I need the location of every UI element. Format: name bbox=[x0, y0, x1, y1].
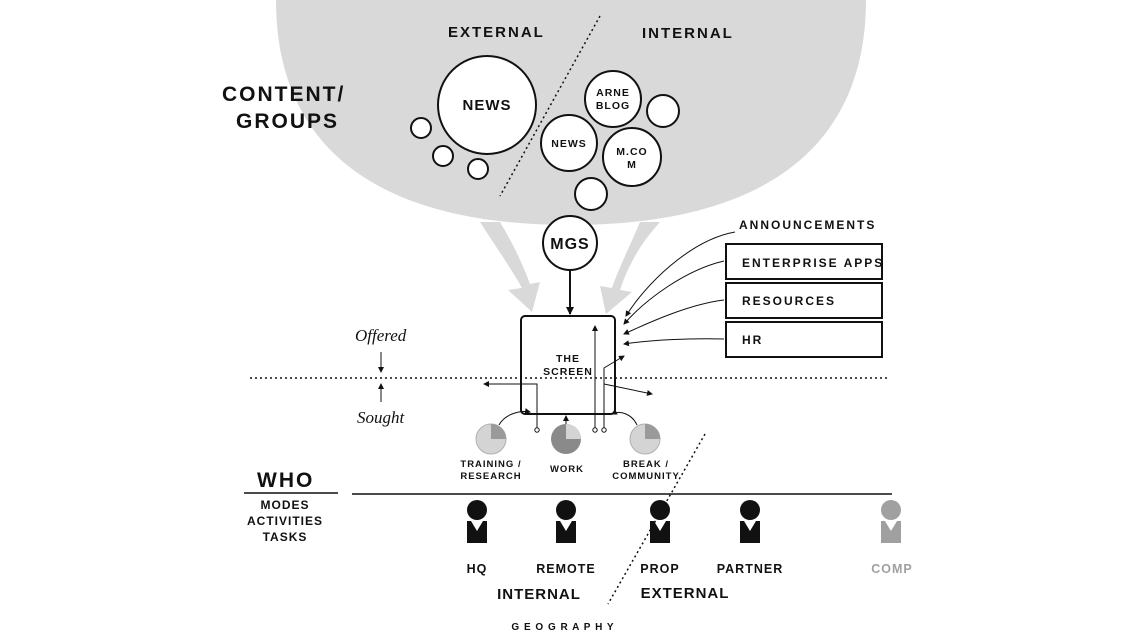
who-sub-modes: MODES bbox=[260, 498, 309, 512]
sought-label: Sought bbox=[357, 408, 406, 427]
mgs-label: MGS bbox=[550, 236, 589, 253]
funnel-arrow-right bbox=[600, 222, 660, 314]
internal-news-circle bbox=[540, 114, 598, 172]
who-sub-activities: ACTIVITIES bbox=[247, 514, 323, 528]
content-groups-title-1: CONTENT/ bbox=[222, 83, 345, 106]
enterprise-apps-label: ENTERPRISE APPS bbox=[742, 256, 884, 270]
small-circle bbox=[432, 145, 454, 167]
enterprise-apps-arrow bbox=[623, 260, 725, 325]
internal-news-label: NEWS bbox=[551, 138, 587, 150]
route-node bbox=[534, 427, 540, 433]
geo-external-label: EXTERNAL bbox=[641, 585, 730, 602]
small-circle bbox=[646, 94, 680, 128]
blog-label: BLOG bbox=[596, 100, 630, 112]
training-route bbox=[483, 381, 538, 430]
break-route-side bbox=[603, 355, 625, 430]
person-partner-icon bbox=[740, 500, 760, 543]
content-divider bbox=[499, 15, 601, 197]
work-pie bbox=[551, 424, 581, 454]
external-label: EXTERNAL bbox=[448, 24, 545, 41]
person-hq-label: HQ bbox=[467, 562, 488, 576]
break-curve-arrow bbox=[611, 409, 638, 426]
external-news-circle bbox=[437, 55, 537, 155]
enterprise-apps-box bbox=[725, 243, 883, 280]
offered-label: Offered bbox=[355, 326, 407, 345]
route-node bbox=[601, 427, 607, 433]
person-comp-label: COMP bbox=[871, 562, 913, 576]
person-prop-label: PROP bbox=[640, 562, 679, 576]
small-circle bbox=[467, 158, 489, 180]
resources-label: RESOURCES bbox=[742, 294, 836, 308]
training-pie bbox=[475, 423, 507, 455]
hr-box bbox=[725, 321, 883, 358]
the-screen-box bbox=[520, 315, 616, 415]
announcements-arrow bbox=[625, 231, 736, 317]
person-remote-icon bbox=[556, 500, 576, 543]
hr-label: HR bbox=[742, 333, 763, 347]
screen-label-2: SCREEN bbox=[543, 366, 593, 378]
content-groups-title-2: GROUPS bbox=[236, 110, 339, 133]
break-label-1: BREAK / bbox=[623, 459, 669, 470]
small-circle bbox=[410, 117, 432, 139]
hr-arrow bbox=[623, 338, 725, 347]
screen-label-1: THE bbox=[556, 353, 580, 365]
who-sub-tasks: TASKS bbox=[263, 530, 308, 544]
geo-internal-label: INTERNAL bbox=[497, 586, 581, 603]
break-label-2: COMMUNITY bbox=[612, 471, 680, 482]
mcom-label-2: M bbox=[627, 159, 637, 171]
resources-arrow bbox=[623, 299, 725, 335]
person-prop-icon bbox=[650, 500, 670, 543]
resources-box bbox=[725, 282, 883, 319]
person-partner-label: PARTNER bbox=[717, 562, 784, 576]
person-hq-icon bbox=[467, 500, 487, 543]
who-title: WHO bbox=[257, 469, 314, 492]
training-label-2: RESEARCH bbox=[460, 471, 521, 482]
announcements-label: ANNOUNCEMENTS bbox=[739, 218, 876, 232]
mcom-circle bbox=[602, 127, 662, 187]
route-node bbox=[592, 427, 598, 433]
break-pie bbox=[629, 423, 661, 455]
external-news-label: NEWS bbox=[463, 97, 512, 114]
arne-blog-circle bbox=[584, 70, 642, 128]
funnel-arrow-left bbox=[480, 222, 540, 312]
work-label: WORK bbox=[550, 464, 584, 475]
internal-label: INTERNAL bbox=[642, 25, 734, 42]
exit-route bbox=[603, 383, 653, 396]
content-bubble bbox=[276, 0, 866, 225]
training-curve-arrow bbox=[498, 408, 531, 426]
geography-label: G E O G R A P H Y bbox=[511, 622, 614, 633]
mcom-label-1: M.CO bbox=[616, 146, 647, 158]
training-label-1: TRAINING / bbox=[460, 459, 521, 470]
person-comp-icon bbox=[881, 500, 901, 543]
person-remote-label: REMOTE bbox=[536, 562, 595, 576]
arne-label: ARNE bbox=[596, 87, 630, 99]
small-circle bbox=[574, 177, 608, 211]
